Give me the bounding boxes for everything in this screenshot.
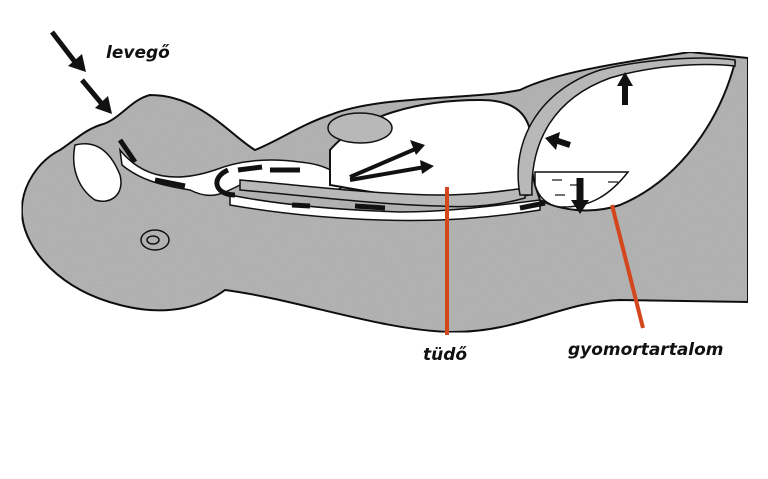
stomach-contents-label: gyomortartalom	[568, 340, 724, 360]
air-label: levegő	[106, 43, 170, 63]
heart-shape	[327, 112, 393, 144]
esophagus	[229, 194, 541, 222]
lung-wall	[239, 179, 526, 208]
diaphragm-wall	[517, 57, 736, 196]
ear-icon	[140, 229, 170, 251]
airflow-arrows	[50, 30, 633, 214]
lung-label: tüdő	[423, 345, 468, 365]
stomach-pointer-line	[610, 204, 645, 329]
mouth-cavity	[73, 143, 122, 202]
curved-arrow	[214, 167, 236, 198]
